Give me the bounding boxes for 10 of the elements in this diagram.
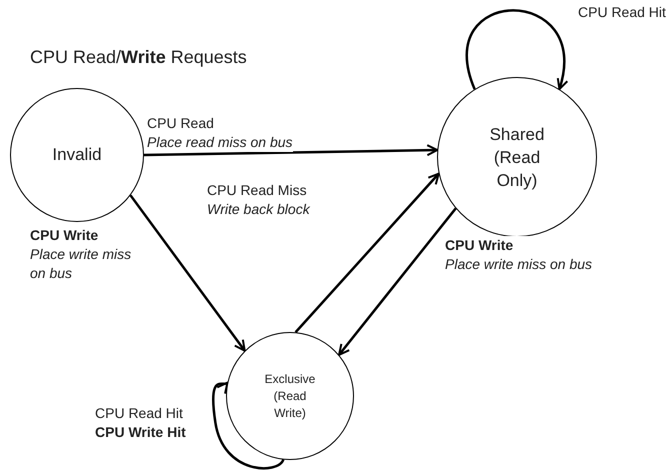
arrow [130, 194, 246, 352]
arrow [294, 172, 440, 334]
state-name: Exclusive (Read Write) [264, 370, 316, 422]
arrow [338, 208, 457, 356]
state-name: Shared (Read Only) [488, 124, 546, 192]
arrow [144, 144, 438, 156]
arrow [212, 382, 284, 470]
diagram-title: CPU Read/Write Requests [30, 46, 247, 69]
state-name: Invalid [51, 144, 103, 166]
arrow [466, 9, 568, 90]
